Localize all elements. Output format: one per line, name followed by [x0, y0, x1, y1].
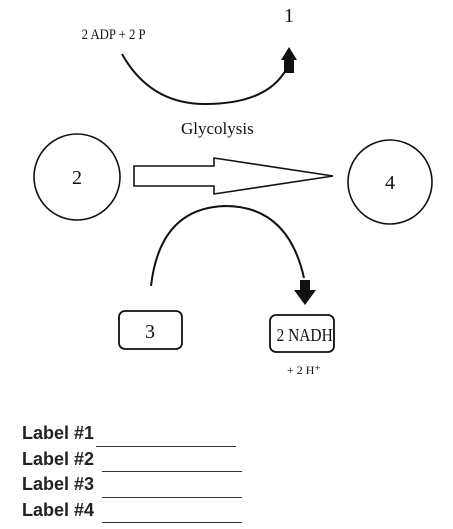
- nadh-box: [269, 314, 335, 353]
- label-2-text: 2: [72, 167, 82, 189]
- label-row-2: Label #2: [22, 447, 243, 472]
- label-3-caption: Label #3: [22, 474, 95, 494]
- label-1-answer-line[interactable]: [96, 427, 237, 447]
- label-row-4: Label #4: [22, 498, 243, 523]
- answer-labels: Label #1 Label #2 Label #3 Label #4: [22, 421, 243, 523]
- glycolysis-label: Glycolysis: [181, 119, 254, 138]
- glycolysis-block-arrow: [133, 157, 334, 195]
- label-row-1: Label #1: [22, 421, 242, 447]
- top-reactants-text: 2 ADP + 2 P: [82, 27, 146, 43]
- top-arrowhead-icon: [281, 47, 297, 73]
- top-curved-arrow: [121, 53, 288, 106]
- label-4-answer-line[interactable]: [102, 503, 243, 523]
- label-4-caption: Label #4: [22, 499, 95, 520]
- box-3: [118, 310, 183, 350]
- label-4-text: 4: [385, 172, 395, 194]
- bottom-curved-arrow: [150, 204, 305, 287]
- label-2-caption: Label #2: [22, 448, 95, 469]
- glycolysis-diagram: 2 ADP + 2 P 1 Glycolysis 2 4 3 2 NADH + …: [33, 5, 433, 377]
- circle-2: [33, 133, 121, 221]
- label-1-caption: Label #1: [22, 423, 95, 443]
- nadh-text: 2 NADH: [277, 325, 333, 345]
- label-1-text: 1: [284, 5, 294, 27]
- label-2-answer-line[interactable]: [102, 452, 243, 472]
- circle-4: [347, 139, 433, 225]
- label-3-answer-line[interactable]: [102, 478, 243, 498]
- label-row-3: Label #3: [22, 472, 243, 498]
- label-3-text: 3: [145, 321, 155, 343]
- bottom-arrowhead-icon: [294, 280, 316, 305]
- h-plus-text: + 2 H⁺: [287, 363, 321, 377]
